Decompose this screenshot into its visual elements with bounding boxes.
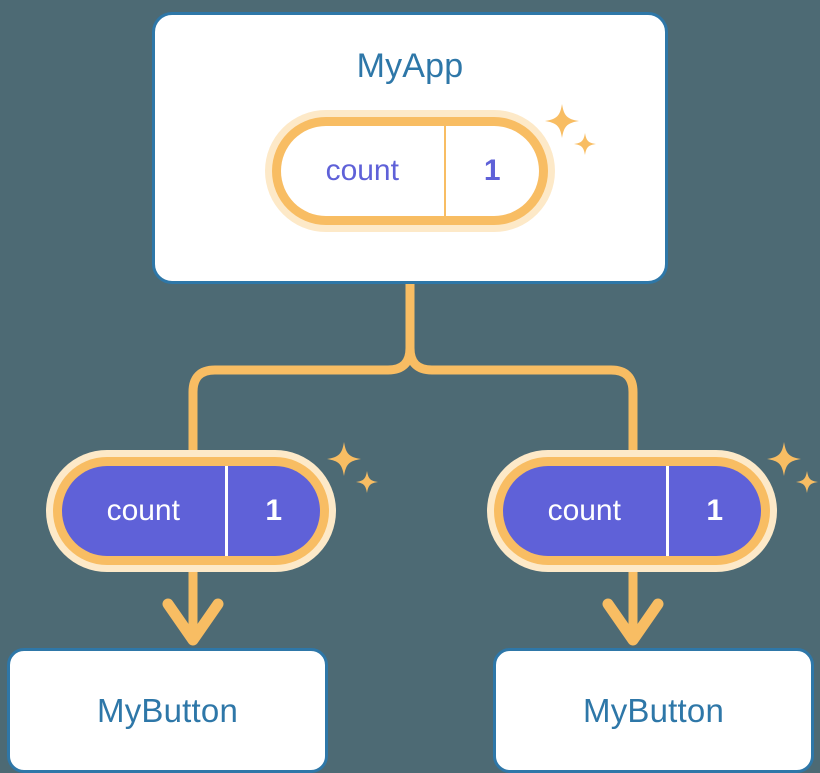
mybutton-card-title: MyButton xyxy=(583,692,724,729)
state-pill-value: 1 xyxy=(665,466,761,556)
state-pill-inner: count 1 xyxy=(281,126,539,216)
arrow-head-left xyxy=(162,598,224,646)
connector-branch-left xyxy=(188,279,415,457)
state-pill-ring: count 1 xyxy=(272,117,548,225)
connector-branch-right xyxy=(405,279,638,457)
mybutton-card-right[interactable]: MyButton xyxy=(493,648,814,773)
state-pill-child-left[interactable]: count 1 xyxy=(46,450,336,572)
myapp-card-title: MyApp xyxy=(356,47,464,85)
state-pill-value: 1 xyxy=(443,126,539,216)
mybutton-card-left[interactable]: MyButton xyxy=(7,648,328,773)
state-pill-myapp[interactable]: count 1 xyxy=(265,110,555,232)
state-pill-child-right[interactable]: count 1 xyxy=(487,450,777,572)
state-pill-key: count xyxy=(325,154,399,187)
state-pill-inner: count 1 xyxy=(503,466,761,556)
state-pill-ring: count 1 xyxy=(53,457,329,565)
state-pill-key: count xyxy=(106,494,180,527)
state-pill-inner: count 1 xyxy=(62,466,320,556)
state-pill-value: 1 xyxy=(224,466,320,556)
state-pill-ring: count 1 xyxy=(494,457,770,565)
state-pill-key: count xyxy=(547,494,621,527)
mybutton-card-title: MyButton xyxy=(97,692,238,729)
arrow-head-right xyxy=(602,598,664,646)
